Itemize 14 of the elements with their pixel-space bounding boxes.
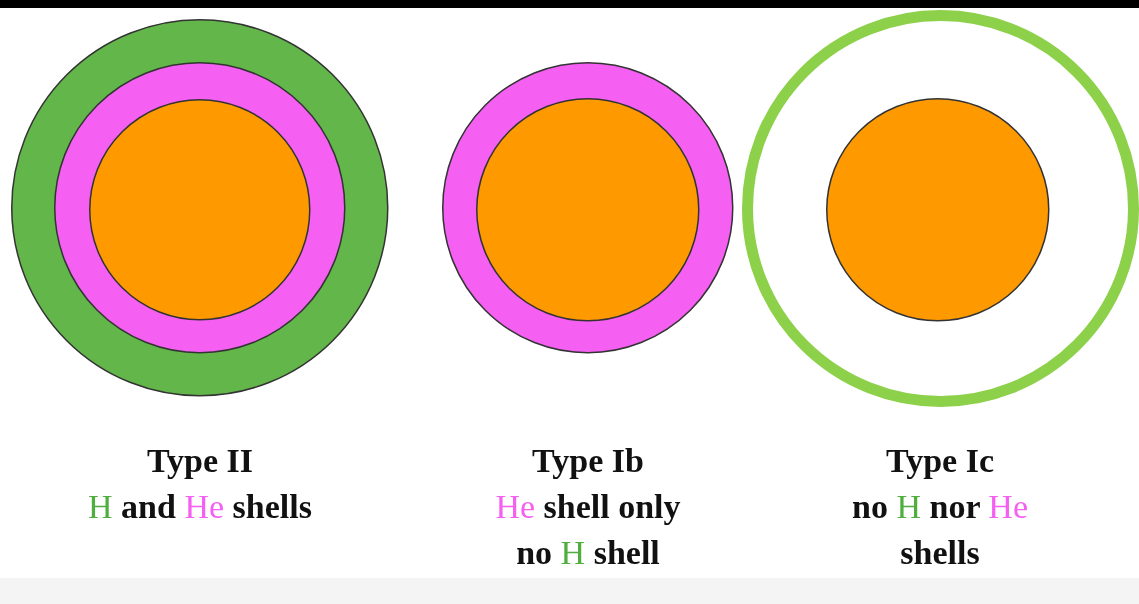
hydrogen-shell	[11, 19, 389, 397]
stellar-core	[476, 98, 700, 322]
highlight-ring	[741, 9, 1139, 407]
shell-description: no H shell	[515, 533, 661, 573]
stellar-core	[89, 99, 311, 321]
supernova-type-label: Type II	[145, 441, 255, 481]
supernova-type-label: Type Ic	[885, 441, 995, 481]
supernova-type-label: Type Ib	[531, 441, 645, 481]
helium-shell	[442, 62, 734, 354]
shell-description: no H nor He shells	[851, 487, 1029, 573]
shell-description: H and He shells	[87, 487, 313, 527]
stellar-core	[826, 98, 1050, 322]
helium-shell	[54, 62, 346, 354]
shell-description: He shell only	[494, 487, 682, 527]
